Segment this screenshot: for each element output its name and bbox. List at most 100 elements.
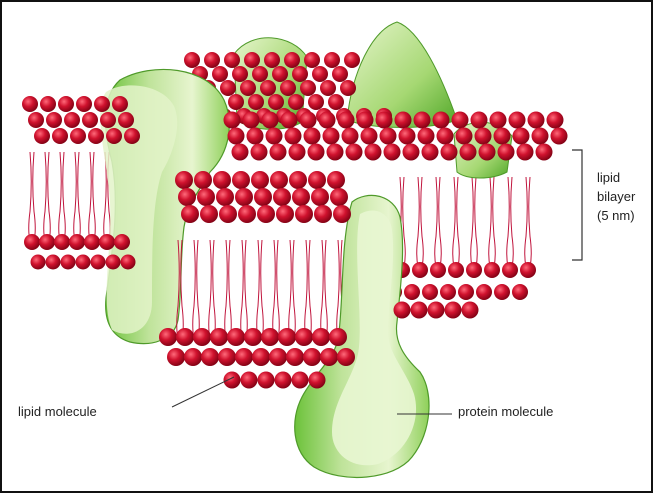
- lipid-tail: [225, 240, 232, 340]
- lipid-head: [112, 96, 128, 112]
- lipid-head: [458, 284, 474, 300]
- lipid-head: [268, 94, 284, 110]
- lipid-head: [340, 80, 356, 96]
- lipid-head: [280, 80, 296, 96]
- lipid-head: [551, 128, 568, 145]
- lipid-head: [52, 128, 68, 144]
- lipid-head: [178, 188, 196, 206]
- lipid-head-layer-front: [159, 171, 479, 389]
- lipid-head: [441, 144, 458, 161]
- lipid-head: [414, 112, 431, 129]
- lipid-head: [210, 328, 228, 346]
- lipid-head: [308, 171, 326, 189]
- lipid-head: [94, 96, 110, 112]
- lipid-head: [39, 234, 55, 250]
- lipid-head: [204, 52, 220, 68]
- lipid-head: [194, 171, 212, 189]
- lipid-head: [212, 66, 228, 82]
- lipid-head: [176, 328, 194, 346]
- lipid-head: [494, 128, 511, 145]
- lipid-head: [337, 348, 355, 366]
- lipid-head: [346, 144, 363, 161]
- lipid-head: [261, 328, 279, 346]
- lipid-head: [254, 188, 272, 206]
- lipid-head: [54, 234, 70, 250]
- lipid-head: [216, 188, 234, 206]
- lipid-head: [28, 112, 44, 128]
- lipid-head: [270, 144, 287, 161]
- lipid-tail: [489, 177, 496, 267]
- lipid-head: [181, 205, 199, 223]
- lipid-head: [494, 284, 510, 300]
- lipid-head: [460, 144, 477, 161]
- lipid-head: [114, 234, 130, 250]
- lipid-head: [251, 171, 269, 189]
- lipid-head: [219, 205, 237, 223]
- lipid-head: [167, 348, 185, 366]
- lipid-tail: [289, 240, 296, 340]
- lipid-head: [437, 128, 454, 145]
- lipid-head: [258, 372, 275, 389]
- lipid-head: [376, 112, 393, 129]
- lipid-head: [61, 255, 76, 270]
- lipid-head: [232, 171, 250, 189]
- lipid-head: [289, 144, 306, 161]
- lipid-head: [509, 112, 526, 129]
- lipid-head: [260, 80, 276, 96]
- lipid-tail-layer-front: [177, 240, 344, 340]
- lipid-head: [329, 328, 347, 346]
- lipid-head: [251, 144, 268, 161]
- lipid-tail: [241, 240, 248, 340]
- lipid-head: [357, 112, 374, 129]
- lipid-head: [31, 255, 46, 270]
- lipid-head: [471, 112, 488, 129]
- lipid-tail: [435, 177, 442, 267]
- protein-molecule-label: protein molecule: [458, 404, 553, 419]
- lipid-head: [445, 302, 462, 319]
- lipid-head: [380, 128, 397, 145]
- lipid-head: [304, 52, 320, 68]
- lipid-tail: [417, 177, 424, 267]
- lipid-head: [243, 112, 260, 129]
- lipid-head: [193, 328, 211, 346]
- lipid-head: [536, 144, 553, 161]
- lipid-head: [232, 66, 248, 82]
- lipid-head: [121, 255, 136, 270]
- lipid-head: [292, 188, 310, 206]
- lipid-head: [300, 80, 316, 96]
- lipid-tail: [453, 177, 460, 267]
- lipid-head: [241, 372, 258, 389]
- lipid-head: [532, 128, 549, 145]
- bilayer-label-line-1: lipid: [597, 168, 635, 187]
- lipid-head: [479, 144, 496, 161]
- lipid-head: [319, 112, 336, 129]
- lipid-head: [224, 372, 241, 389]
- lipid-head: [184, 52, 200, 68]
- lipid-head: [498, 144, 515, 161]
- lipid-head: [332, 66, 348, 82]
- lipid-head: [276, 205, 294, 223]
- lipid-head: [248, 94, 264, 110]
- lipid-head: [88, 128, 104, 144]
- lipid-tail: [89, 152, 96, 242]
- lipid-head: [264, 52, 280, 68]
- lipid-head: [338, 112, 355, 129]
- lipid-head: [76, 255, 91, 270]
- lipid-head: [361, 128, 378, 145]
- lipid-head: [218, 348, 236, 366]
- lipid-head: [300, 112, 317, 129]
- lipid-head: [266, 128, 283, 145]
- lipid-head: [228, 128, 245, 145]
- lipid-head: [46, 255, 61, 270]
- lipid-head: [412, 262, 428, 278]
- lipid-head: [440, 284, 456, 300]
- lipid-head: [40, 96, 56, 112]
- lipid-head: [430, 262, 446, 278]
- lipid-head: [244, 328, 262, 346]
- lipid-head: [213, 171, 231, 189]
- lipid-head: [288, 94, 304, 110]
- lipid-head: [327, 171, 345, 189]
- lipid-head: [399, 128, 416, 145]
- lipid-head: [330, 188, 348, 206]
- lipid-head: [232, 144, 249, 161]
